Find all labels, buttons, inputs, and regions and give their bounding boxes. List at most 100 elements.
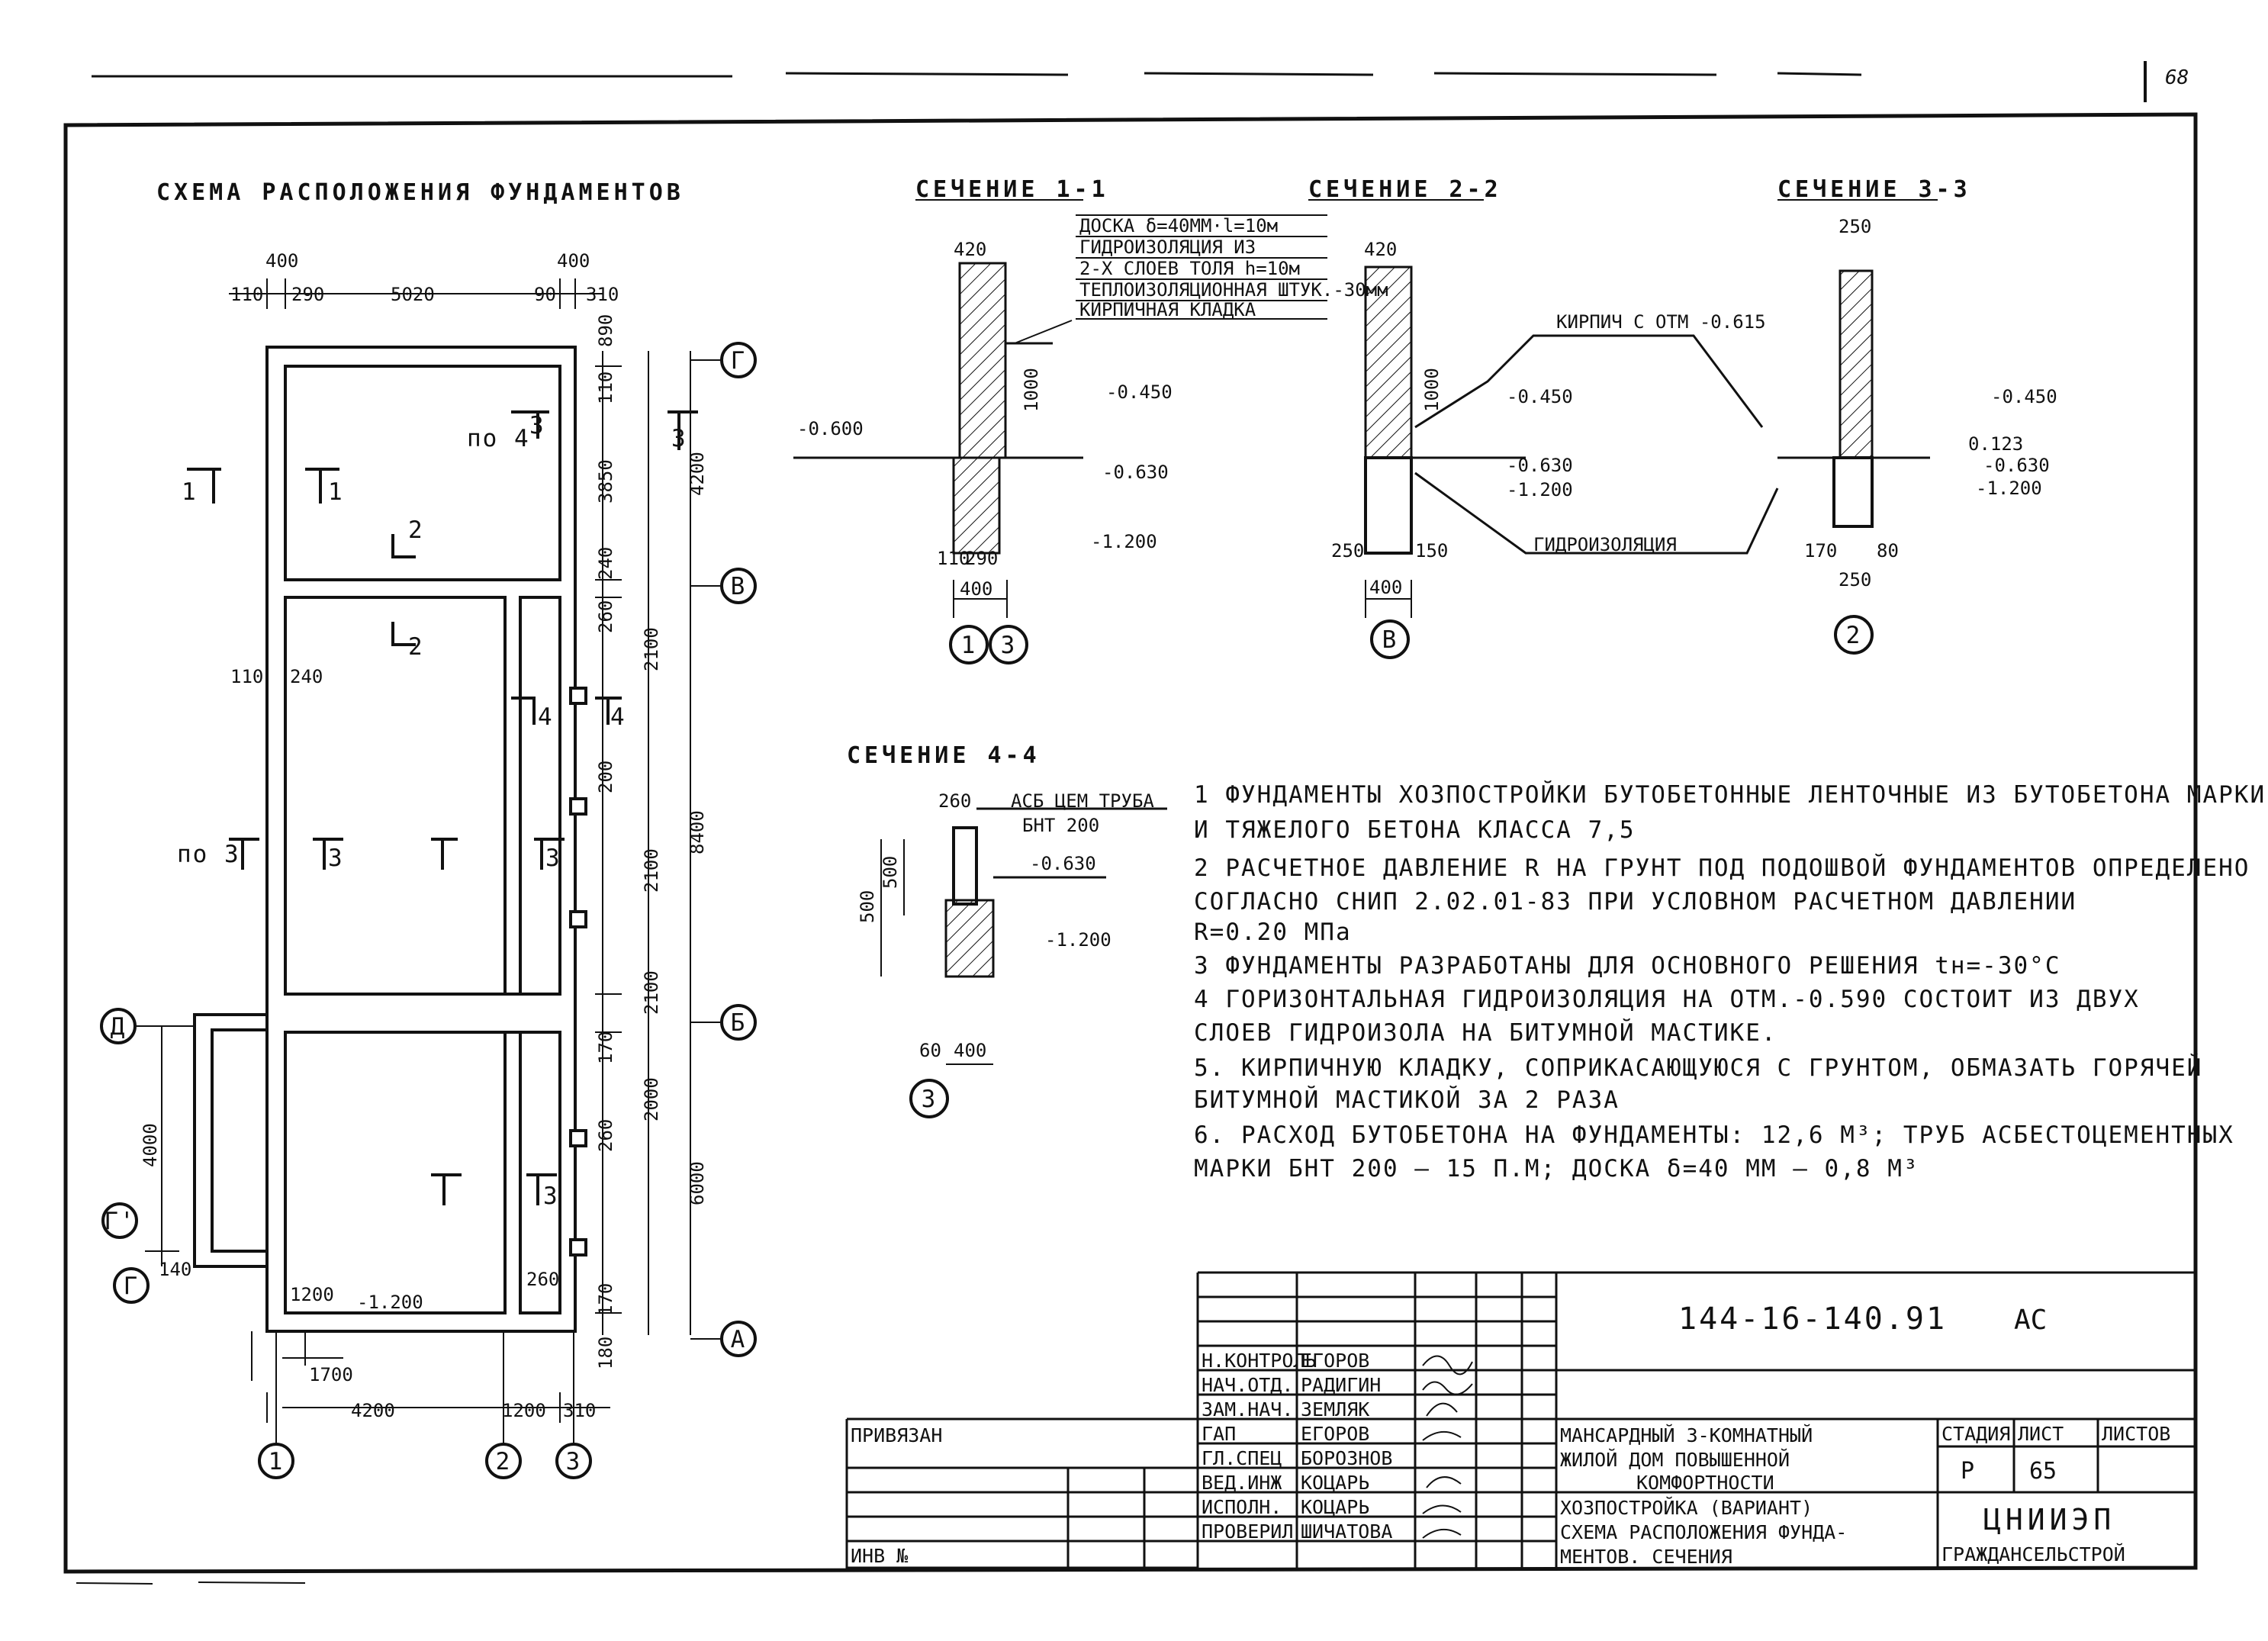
org-name-1: ГРАЖДАНСЕЛЬСТРОЙ [1941,1543,2125,1565]
plan-dim-right-6: 2100 [641,627,662,671]
sheet-title-0: ХОЗПОСТРОЙКА (ВАРИАНТ) [1560,1497,1813,1519]
s44-label-0: АСБ ЦЕМ ТРУБА [1011,790,1154,812]
s11-dim-2: -0.600 [797,418,864,439]
plan-dim-right-0: 890 [595,314,616,347]
s33-dim-7: 80 [1877,540,1899,561]
s11-axis-0: 1 [961,632,977,659]
general-notes: 1 ФУНДАМЕНТЫ ХОЗПОСТРОЙКИ БУТОБЕТОННЫЕ Л… [1194,781,2268,1182]
name-4: БОРОЗНОВ [1301,1447,1392,1469]
plan-axis-markers: Г В Б А Д Г' Г 1 2 3 [100,342,757,1479]
name-1: РАДИГИН [1301,1374,1381,1396]
section-mark-3c: 3 [328,845,344,872]
role-3: ГАП [1202,1423,1236,1445]
section-mark-1b: 1 [328,478,344,506]
note-line-11: МАРКИ БНТ 200 — 15 П.М; ДОСКА δ=40 ММ — … [1194,1155,1919,1182]
s33-dim-1: -0.450 [1991,386,2057,407]
inv-label: ИНВ № [851,1545,908,1567]
note-line-10: 6. РАСХОД БУТОБЕТОНА НА ФУНДАМЕНТЫ: 12,6… [1194,1121,2234,1149]
signatures [1422,1355,1473,1539]
s33-axis-0: 2 [1846,622,1862,649]
note-line-4: R=0.20 МПа [1194,919,1352,946]
s44-dim-5: 60 [919,1040,941,1061]
section-mark-3e: 3 [543,1182,559,1210]
name-5: КОЦАРЬ [1301,1472,1369,1494]
s22-dim-1: 1000 [1421,368,1443,412]
s11-layer-1: ГИДРОИЗОЛЯЦИЯ ИЗ [1079,236,1256,258]
axis-b: Б [731,1009,747,1037]
plan-dim-bottom-4: 1200 [502,1400,546,1421]
role-7: ПРОВЕРИЛ [1202,1520,1293,1543]
s44-dim-6: 400 [954,1040,986,1061]
s33-dim-2: 0.123 [1968,433,2023,455]
s22-label-1: ГИДРОИЗОЛЯЦИЯ [1533,534,1677,555]
s11-layer-2: 2-Х СЛОЕВ ТОЛЯ h=10м [1079,258,1300,279]
stage-label: СТАДИЯ [1941,1423,2010,1445]
role-4: ГЛ.СПЕЦ [1202,1447,1282,1469]
plan-dim-bottom-3: 4200 [351,1400,395,1421]
s11-layer-4: КИРПИЧНАЯ КЛАДКА [1079,299,1256,320]
s22-dim-4: -1.200 [1507,479,1573,500]
s44-dim-1: -0.630 [1030,853,1096,874]
s33-dim-0: 250 [1839,216,1871,237]
axis-g-top: Г [731,347,747,375]
plan-dim-right-7: 200 [595,761,616,793]
page-number: 68 [2165,66,2189,89]
plan-dim-right-3: 4200 [687,452,708,496]
plan-dim-top-3: 5020 [391,284,435,305]
s11-axis-1: 3 [1001,632,1017,659]
section-1-1-title: СЕЧЕНИЕ 1-1 [915,176,1109,203]
role-6: ИСПОЛН. [1202,1496,1282,1518]
role-0: Н.КОНТРОЛЬ [1202,1350,1317,1372]
section-mark-4a: 4 [538,703,554,731]
foundation-plan: СХЕМА РАСПОЛОЖЕНИЯ ФУНДАМЕНТОВ [100,179,757,1479]
s11-dim-0: 420 [954,239,986,260]
plan-dims-left: 110 240 4000 140 [140,666,323,1280]
name-7: ШИЧАТОВА [1301,1520,1392,1543]
plan-dim-top-1: 110 [230,284,263,305]
s11-dim-7: 290 [965,548,998,569]
role-2: ЗАМ.НАЧ. [1202,1398,1293,1421]
privyazan-label: ПРИВЯЗАН [851,1424,942,1446]
plan-dim-right-10: 170 [595,1031,616,1064]
plan-dim-top-2: 290 [291,284,324,305]
s44-dim-3: 500 [857,890,878,923]
plan-dim-top-6: 310 [586,284,619,305]
sheet-frame [63,61,2198,1574]
sheet-label: ЛИСТ [2018,1423,2064,1445]
s11-dim-6: 110 [937,548,970,569]
note-line-5: 3 ФУНДАМЕНТЫ РАЗРАБОТАНЫ ДЛЯ ОСНОВНОГО Р… [1194,952,2061,980]
section-mark-2b: 2 [408,633,424,661]
plan-dims-right: 890 110 3850 4200 240 260 2100 200 2100 … [595,314,708,1369]
plan-dim-top-5: 90 [534,284,556,305]
name-6: КОЦАРЬ [1301,1496,1369,1518]
section-2-2: СЕЧЕНИЕ 2-2 КИРПИЧ С ОТМ -0.615 ГИДРОИЗО… [1308,176,1779,659]
section-mark-3b: 3 [671,425,687,452]
sheet-title-1: СХЕМА РАСПОЛОЖЕНИЯ ФУНДА- [1560,1521,1847,1543]
axis-2: 2 [496,1448,512,1475]
plan-dim-right-14: 6000 [687,1161,708,1205]
plan-dim-left-2: 4000 [140,1123,161,1167]
s22-dim-6: 150 [1415,540,1448,561]
sheets-label: ЛИСТОВ [2102,1423,2170,1445]
project-line-1: ЖИЛОЙ ДОМ ПОВЫШЕННОЙ [1560,1449,1790,1471]
plan-dims-bottom: 1200 -1.200 1700 4200 1200 310 260 [290,1269,596,1421]
plan-dim-right-8: 2100 [641,848,662,893]
role-1: НАЧ.ОТД. [1202,1374,1293,1396]
plan-dim-right-2: 3850 [595,459,616,504]
note-line-7: СЛОЕВ ГИДРОИЗОЛА НА БИТУМНОЙ МАСТИКЕ. [1194,1019,1777,1047]
section-4-4: СЕЧЕНИЕ 4-4 АСБ ЦЕМ ТРУБА БНТ 200 260 -0… [847,742,1167,1118]
axis-g-bottom: Г [124,1273,140,1300]
s33-dim-3: -0.630 [1983,455,2050,476]
plan-dim-top-4: 400 [557,250,590,272]
plan-pipe-markers [569,687,587,1256]
plan-dim-right-12: 260 [595,1119,616,1152]
s22-dim-5: 250 [1331,540,1364,561]
note-line-3: СОГЛАСНО СНИП 2.02.01-83 ПРИ УСЛОВНОМ РА… [1194,888,2077,915]
title-block: 144-16-140.91 АС Н.КОНТРОЛЬ НАЧ.ОТД. ЗАМ… [845,1271,2196,1569]
note-line-2: 2 РАСЧЕТНОЕ ДАВЛЕНИЕ R НА ГРУНТ ПОД ПОДО… [1194,854,2250,882]
note-line-8: 5. КИРПИЧНУЮ КЛАДКУ, СОПРИКАСАЮЩУЮСЯ С Г… [1194,1054,2202,1082]
plan-dim-right-9: 8400 [687,810,708,854]
s11-dim-1: 1000 [1021,368,1042,412]
name-3: ЕГОРОВ [1301,1423,1369,1445]
axis-g-prime: Г' [104,1208,135,1235]
